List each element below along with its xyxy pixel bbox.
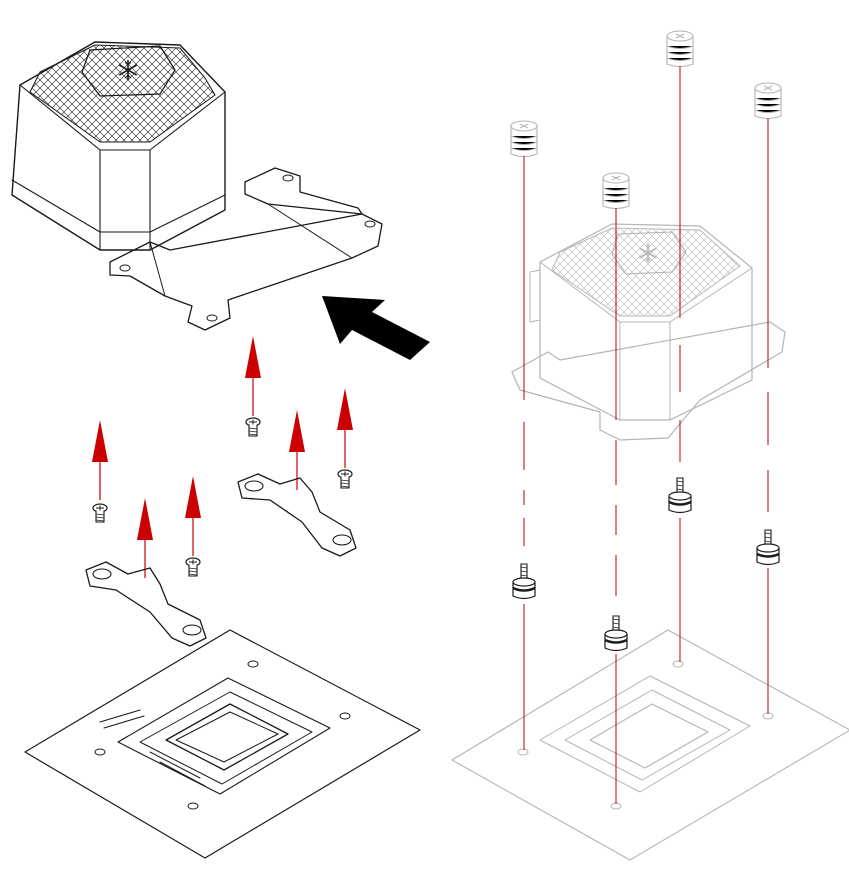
right-assembly-step xyxy=(451,30,849,861)
left-assembly-step xyxy=(11,41,430,859)
standoff-arm xyxy=(237,473,357,557)
thumbscrew-cap xyxy=(754,82,782,120)
pump-head-right xyxy=(511,223,786,441)
screw xyxy=(245,417,261,437)
screw xyxy=(92,503,108,523)
thumbscrew-cap xyxy=(510,120,538,158)
thumbscrew xyxy=(511,562,537,600)
removal-arrow-icon xyxy=(288,409,306,491)
motherboard-socket-left xyxy=(24,629,421,859)
removal-arrow-icon xyxy=(91,419,109,501)
screw xyxy=(185,557,201,577)
thumbscrew xyxy=(603,614,629,652)
removal-arrow-icon xyxy=(136,497,154,579)
screw xyxy=(337,469,353,489)
thumbscrew-cap xyxy=(602,172,630,210)
insert-arrow-icon xyxy=(322,296,430,360)
standoff-arm xyxy=(85,561,207,647)
thumbscrew xyxy=(755,528,781,566)
thumbscrew xyxy=(667,476,693,514)
removal-arrow-icon xyxy=(336,387,354,469)
pump-head-left xyxy=(11,41,226,251)
motherboard-socket-right xyxy=(451,629,849,861)
removal-arrow-icon xyxy=(184,475,202,557)
alignment-guide-lines xyxy=(523,66,769,804)
thumbscrew-cap xyxy=(666,30,694,68)
removal-arrow-icon xyxy=(244,335,262,417)
intel-mounting-bracket xyxy=(109,167,383,331)
